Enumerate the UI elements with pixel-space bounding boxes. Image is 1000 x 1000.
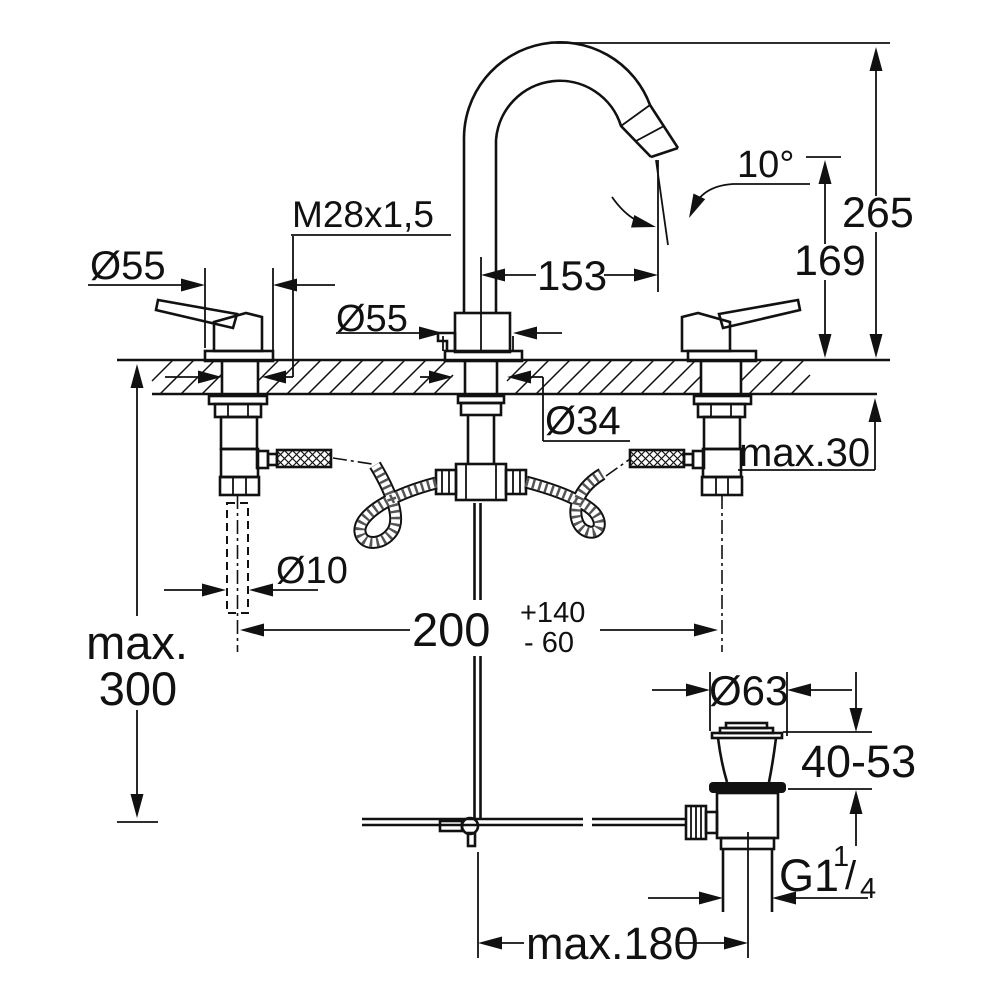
- left-handle-escutcheon: [203, 349, 275, 363]
- dim-hole-diameter-label: Ø34: [545, 399, 621, 443]
- countertop-hatch-right: [740, 359, 811, 395]
- right-hose: [524, 468, 606, 539]
- dim-waste-thread-numerator-label: 1: [833, 841, 849, 873]
- dim-spout-height: [806, 156, 841, 358]
- dim-waste-thread-denominator-label: 4: [860, 873, 876, 905]
- rod-pin: [466, 831, 477, 848]
- dim-overall-height-label: 265: [842, 189, 914, 237]
- dim-spout-reach: [480, 160, 659, 351]
- dim-left-handle-diameter-label: Ø55: [90, 244, 166, 288]
- dim-drain-offset: [477, 852, 748, 958]
- left-hose-stub: [275, 448, 333, 469]
- dim-rod-diameter-label: Ø10: [276, 550, 348, 592]
- countertop-hatch-midright: [506, 359, 702, 395]
- dim-rod-diameter: [164, 583, 318, 597]
- dim-spout-base-diameter: [336, 326, 562, 351]
- dim-hole-diameter: [420, 370, 630, 442]
- dim-waste-flange-diameter-label: Ø63: [709, 667, 788, 714]
- dim-waste-thread-label: G1: [779, 850, 839, 901]
- right-handle-lever: [717, 298, 802, 330]
- right-handle: [680, 298, 802, 363]
- waste-flange: [710, 731, 784, 740]
- dim-waste-flange-diameter: [652, 672, 852, 736]
- dim-max-depth-label-line2: 300: [99, 662, 177, 715]
- dim-spout-reach-label: 153: [537, 252, 607, 299]
- dim-spout-angle-label: 10°: [737, 144, 794, 186]
- dim-thread-label: M28x1,5: [292, 194, 434, 235]
- dim-waste-thread-slash-label: /: [845, 854, 857, 898]
- dim-deck-thickness: [738, 398, 882, 471]
- dim-centers-tolerance-plus-label: +140: [520, 597, 585, 629]
- spout-escutcheon: [443, 349, 524, 363]
- dim-thread: [165, 234, 451, 384]
- waste-seal-ring: [709, 782, 786, 793]
- countertop-hatch-midleft: [257, 359, 454, 395]
- spout-mouth: [650, 146, 679, 159]
- dim-spout-height-label: 169: [794, 237, 866, 285]
- dim-hole-centers: [240, 623, 718, 637]
- dim-hole-centers-label: 200: [412, 603, 490, 656]
- dim-spout-base-diameter-label: Ø55: [336, 298, 408, 340]
- dim-max-depth: [117, 364, 158, 823]
- right-hose-stub-braid: [629, 449, 685, 468]
- aerator-line-1: [620, 104, 651, 127]
- spout: [436, 41, 680, 363]
- right-valve: [605, 361, 753, 652]
- pull-rod-knob: [436, 331, 457, 352]
- right-hose-stub: [628, 448, 686, 469]
- left-hose-stub-braid: [276, 449, 332, 468]
- center-connector: [353, 361, 606, 549]
- left-handle: [154, 298, 275, 363]
- pop-up-rod: [362, 503, 686, 848]
- dim-basin-thickness: [783, 672, 872, 846]
- drain-assembly: [684, 721, 786, 958]
- left-handle-lever: [154, 298, 239, 330]
- right-handle-escutcheon: [686, 349, 758, 363]
- left-hose: [353, 461, 438, 549]
- dim-deck-thickness-label: max.30: [739, 431, 870, 475]
- left-valve: [207, 361, 373, 652]
- aerator-line-2: [635, 125, 665, 142]
- dim-centers-tolerance-minus-label: - 60: [524, 627, 574, 659]
- dim-waste-thread: [648, 891, 868, 905]
- dim-max-depth-label-line1: max.: [86, 616, 188, 669]
- dim-basin-thickness-label: 40-53: [801, 736, 916, 787]
- spout-angle-indicator: [611, 159, 810, 246]
- dim-left-handle-diameter: [88, 268, 335, 350]
- dim-drain-offset-label: max.180: [526, 918, 699, 969]
- dim-overall-height: [556, 42, 890, 358]
